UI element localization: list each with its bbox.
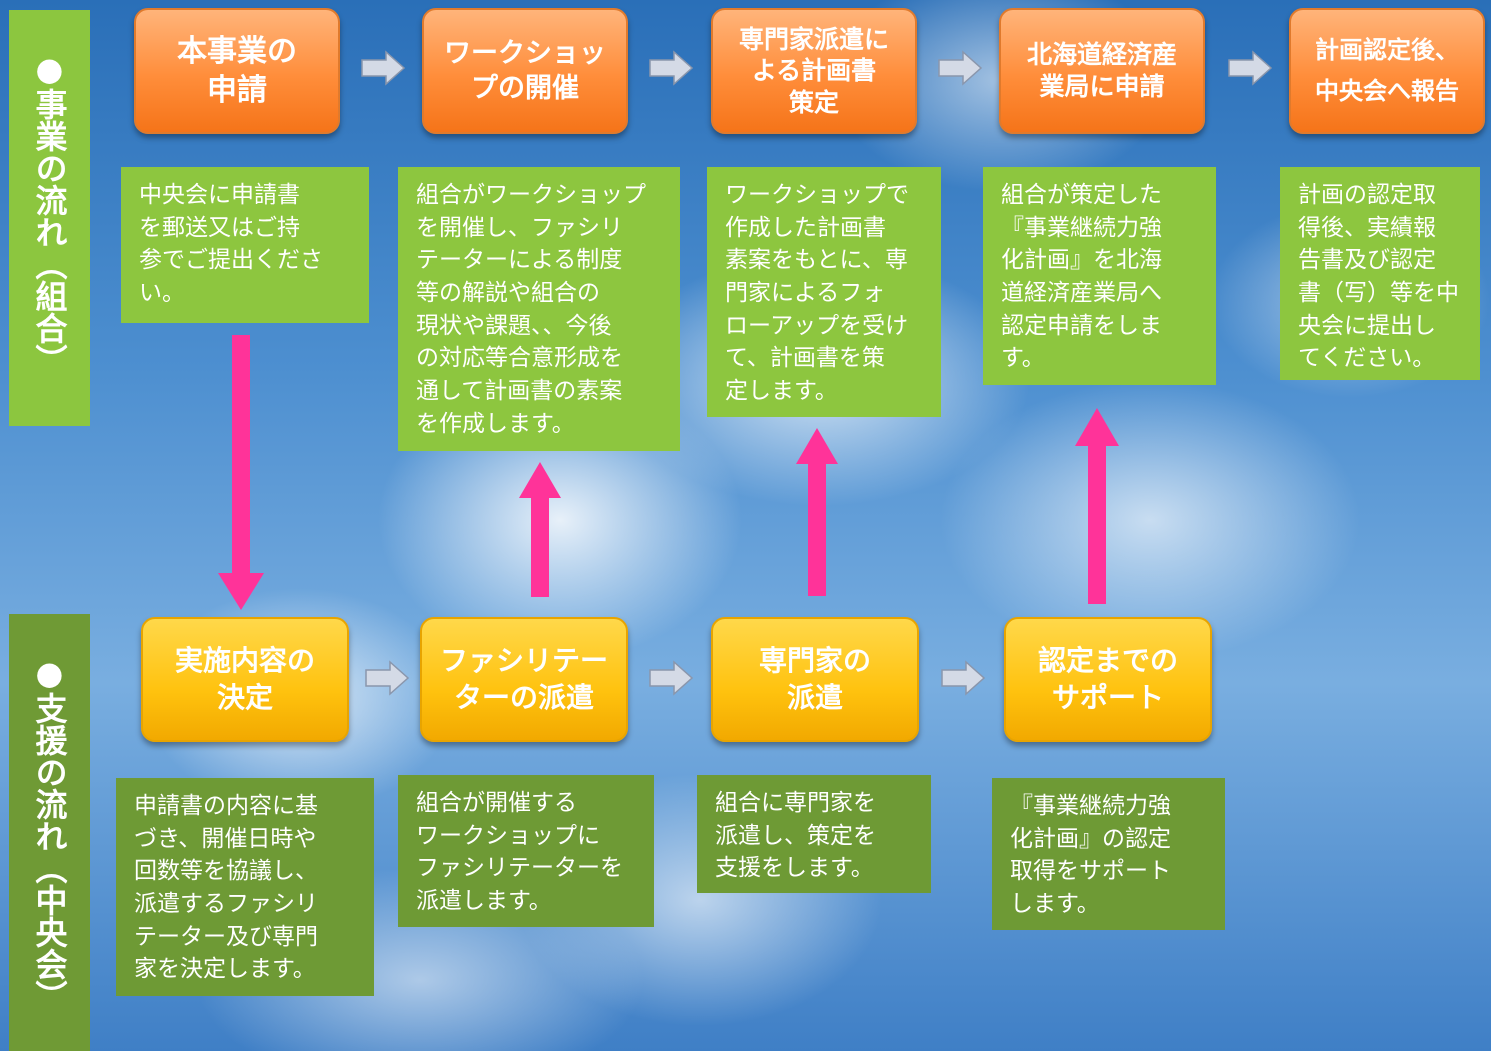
chevron-right-icon (1228, 50, 1273, 86)
chevron-right-icon (361, 50, 406, 86)
step-dispatch-facilitator: ファシリテー ターの派遣 (420, 617, 628, 742)
support-flow-label: ●支援の流れ（中央会） (9, 614, 90, 1051)
step-workshop: ワークショッ プの開催 (422, 8, 628, 134)
desc-application: 中央会に申請書 を郵送又はご持 参でご提出くださ い。 (121, 167, 369, 323)
step-certification-support: 認定までの サポート (1004, 617, 1212, 742)
step-title: 本事業の 申請 (177, 34, 297, 108)
desc-workshop: 組合がワークショップ を開催し、ファシリ テーターによる制度 等の解説や組合の … (398, 167, 680, 451)
step-title: 北海道経済産 業局に申請 (1026, 39, 1177, 102)
step-title: 認定までの サポート (1037, 644, 1178, 714)
arrow-up-icon (519, 462, 561, 597)
desc-expert-plan: ワークショップで 作成した計画書 素案をもとに、専 門家によるフォ ローアップを… (707, 167, 941, 417)
arrow-down-icon (218, 335, 264, 610)
chevron-right-icon (941, 660, 986, 696)
desc-dispatch-facilitator: 組合が開催する ワークショップに ファシリテーターを 派遣します。 (398, 775, 654, 927)
chevron-right-icon (938, 50, 983, 86)
step-meti-application: 北海道経済産 業局に申請 (999, 8, 1205, 134)
desc-dispatch-expert: 組合に専門家を 派遣し、策定を 支援をします。 (697, 775, 931, 893)
step-title: 計画認定後、 中央会へ報告 (1315, 36, 1459, 105)
chevron-right-icon (649, 660, 694, 696)
step-application: 本事業の 申請 (134, 8, 340, 134)
step-report: 計画認定後、 中央会へ報告 (1289, 8, 1485, 134)
step-decide-content: 実施内容の 決定 (141, 617, 349, 742)
chevron-right-icon (365, 660, 410, 696)
step-title: ワークショッ プの開催 (444, 37, 606, 104)
desc-report: 計画の認定取 得後、実績報 告書及び認定 書（写）等を中 央会に提出し てくださ… (1280, 167, 1480, 380)
desc-certification-support: 『事業継続力強 化計画』の認定 取得をサポート します。 (992, 778, 1225, 930)
chevron-right-icon (649, 50, 694, 86)
step-title: 実施内容の 決定 (174, 644, 315, 714)
arrow-up-icon (796, 428, 838, 596)
step-title: ファシリテー ターの派遣 (439, 644, 608, 714)
desc-decide-content: 申請書の内容に基 づき、開催日時や 回数等を協議し、 派遣するファシリ テーター… (116, 778, 374, 996)
desc-meti-application: 組合が策定した 『事業継続力強 化計画』を北海 道経済産業局へ 認定申請をしま … (983, 167, 1216, 385)
step-title: 専門家派遣に よる計画書 策定 (738, 25, 889, 117)
arrow-up-icon (1075, 408, 1119, 604)
step-expert-plan: 専門家派遣に よる計画書 策定 (711, 8, 917, 134)
step-dispatch-expert: 専門家の 派遣 (711, 617, 919, 742)
business-flow-label: ●事業の流れ（組合） (9, 10, 90, 426)
step-title: 専門家の 派遣 (758, 644, 871, 714)
